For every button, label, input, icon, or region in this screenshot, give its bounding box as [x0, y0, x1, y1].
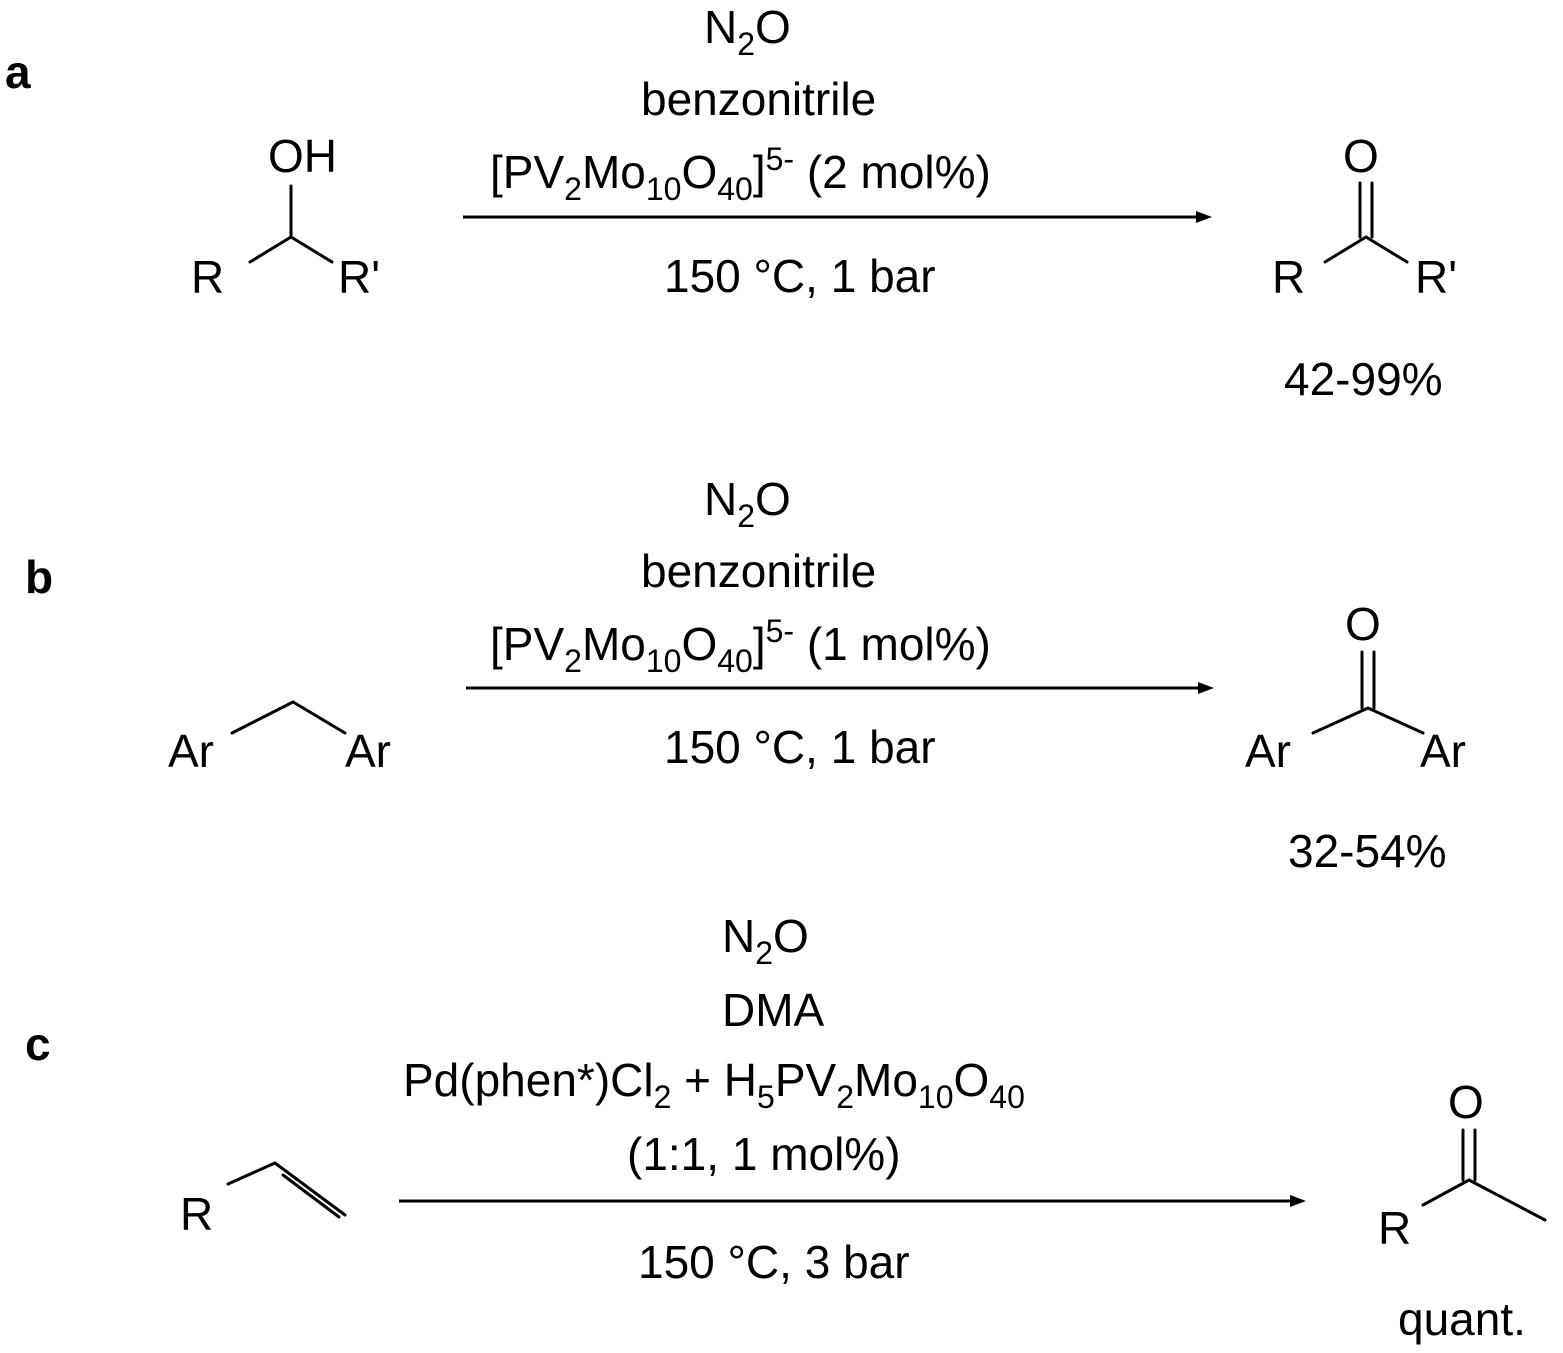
temperature-pressure: 150 °C, 1 bar: [664, 250, 936, 302]
solvent: benzonitrile: [641, 73, 876, 125]
carbonyl-double-bond: [1360, 650, 1376, 710]
product-diaryl-ketone: O Ar Ar: [1245, 598, 1466, 777]
yield-a: 42-99%: [1284, 353, 1443, 405]
diarylmethane-bonds: [230, 700, 347, 735]
alkene-single-bonds: [226, 1161, 347, 1217]
product-methyl-ketone: O R: [1378, 1076, 1547, 1254]
carbonyl-oxygen: O: [1343, 130, 1379, 182]
carbonyl-oxygen: O: [1345, 598, 1381, 650]
alkene-double-bond: [281, 1173, 341, 1219]
carbonyl-double-bond: [1358, 181, 1374, 239]
r-prime-group: R': [1415, 251, 1457, 303]
aryl-group: Ar: [1245, 725, 1291, 777]
yield-b: 32-54%: [1288, 825, 1447, 877]
temperature-pressure: 150 °C, 1 bar: [664, 721, 936, 773]
catalyst-ratio-loading: (1:1, 1 mol%): [627, 1128, 901, 1180]
aryl-group: Ar: [345, 725, 391, 777]
reaction-c: c R N2O DMA Pd(phen*)Cl2 + H5PV2Mo10O40 …: [25, 910, 1547, 1345]
reactant-alkene: R: [180, 1161, 347, 1240]
oxidant-n2o: N2O: [722, 910, 809, 971]
r-prime-group: R': [338, 251, 380, 303]
product-ketone: O R R': [1272, 130, 1457, 303]
r-group: R: [180, 1188, 213, 1240]
catalyst-polyoxometalate: [PV2Mo10O40]5- (1 mol%): [490, 613, 991, 679]
methyl-ketone-skeleton-bonds: [1421, 1178, 1547, 1222]
reactant-diarylmethane: Ar Ar: [168, 700, 391, 777]
reaction-label-c: c: [25, 1018, 51, 1070]
aryl-group: Ar: [168, 725, 214, 777]
solvent: benzonitrile: [641, 545, 876, 597]
yield-c: quant.: [1398, 1293, 1526, 1345]
reactant-alcohol: OH R R': [191, 130, 380, 303]
diaryl-ketone-skeleton-bonds: [1311, 706, 1425, 735]
reaction-b: b Ar Ar N2O benzonitrile [PV2Mo10O40]5- …: [25, 473, 1466, 877]
aryl-group: Ar: [1420, 725, 1466, 777]
alcohol-skeleton-bonds: [248, 235, 334, 264]
oxidant-n2o: N2O: [704, 1, 791, 62]
ketone-skeleton-bonds: [1323, 235, 1409, 264]
r-group: R: [1378, 1202, 1411, 1254]
reaction-label-a: a: [5, 46, 31, 98]
r-group: R: [1272, 251, 1305, 303]
temperature-pressure: 150 °C, 3 bar: [638, 1236, 910, 1288]
catalyst-system: Pd(phen*)Cl2 + H5PV2Mo10O40: [403, 1054, 1025, 1115]
oxidant-n2o: N2O: [704, 473, 791, 534]
r-group: R: [191, 251, 224, 303]
carbonyl-oxygen: O: [1448, 1076, 1484, 1128]
hydroxyl-group: OH: [268, 130, 337, 182]
solvent: DMA: [722, 984, 825, 1036]
carbonyl-double-bond: [1461, 1128, 1477, 1182]
catalyst-polyoxometalate: [PV2Mo10O40]5- (2 mol%): [490, 141, 991, 207]
reaction-a: a OH R R' N2O benzonitrile [PV2Mo10O40]5…: [5, 1, 1457, 405]
reaction-label-b: b: [25, 551, 53, 603]
